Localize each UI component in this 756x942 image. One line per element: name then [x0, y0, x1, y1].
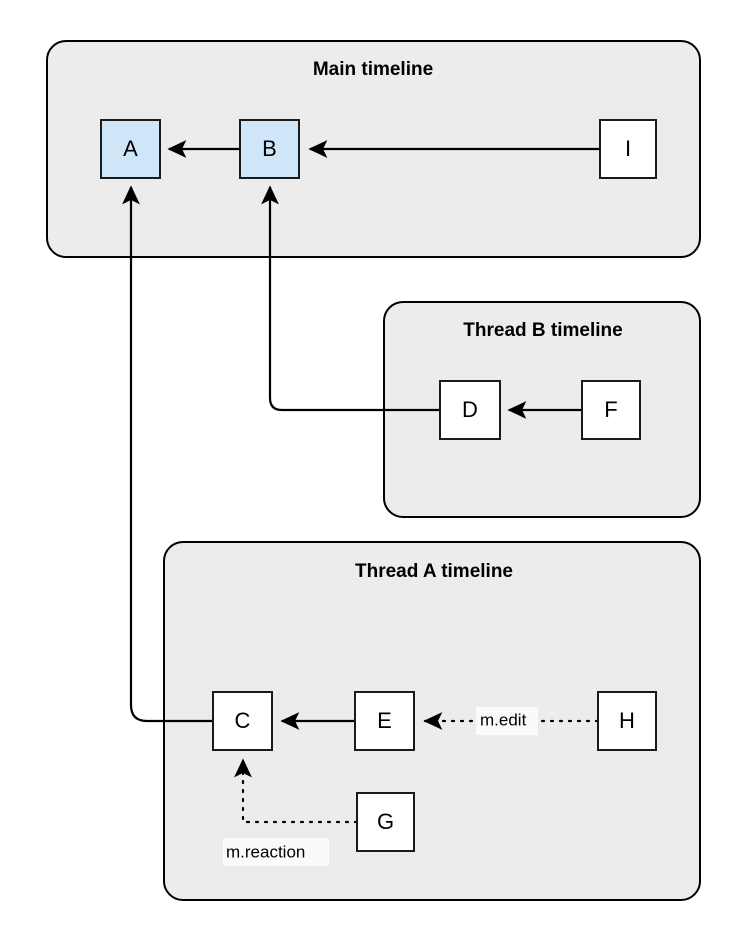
node-i-label: I [625, 136, 631, 161]
node-a-box[interactable] [100, 119, 161, 179]
node-i-box[interactable] [599, 119, 657, 179]
edge-label-m-reaction: m.reaction [223, 838, 329, 866]
node-f[interactable]: F [581, 380, 641, 440]
edge-g-to-c [234, 758, 359, 824]
node-b-box[interactable] [239, 119, 300, 179]
node-c-label: C [235, 708, 251, 733]
node-h-label: H [619, 708, 635, 733]
node-i[interactable]: I [599, 119, 657, 179]
node-d[interactable]: D [439, 380, 501, 440]
node-g-box[interactable] [356, 792, 415, 852]
node-d-box[interactable] [439, 380, 501, 440]
edge-label-m-reaction-text: m.reaction [226, 842, 305, 861]
node-c[interactable]: C [212, 691, 273, 751]
node-h-box[interactable] [597, 691, 657, 751]
node-b-label: B [262, 136, 277, 161]
node-c-box[interactable] [212, 691, 273, 751]
edge-d-to-b [261, 185, 440, 412]
edge-label-m-edit: m.edit [476, 707, 538, 735]
group-main-timeline-title: Main timeline [313, 59, 433, 80]
edge-label-m-edit-text: m.edit [480, 710, 527, 729]
edge-c-to-a [122, 185, 213, 723]
node-d-label: D [462, 397, 478, 422]
node-e-label: E [377, 708, 392, 733]
edge-label-m-edit-background [476, 707, 538, 735]
edge-label-m-reaction-background [223, 838, 329, 866]
node-a[interactable]: A [100, 119, 161, 179]
node-f-label: F [604, 397, 617, 422]
node-e[interactable]: E [354, 691, 415, 751]
node-b[interactable]: B [239, 119, 300, 179]
group-thread-b-timeline-title: Thread B timeline [463, 320, 622, 341]
group-thread-a-timeline-title: Thread A timeline [355, 561, 513, 582]
node-f-box[interactable] [581, 380, 641, 440]
node-h[interactable]: H [597, 691, 657, 751]
node-e-box[interactable] [354, 691, 415, 751]
node-g[interactable]: G [356, 792, 415, 852]
node-g-label: G [377, 809, 394, 834]
node-a-label: A [123, 136, 138, 161]
